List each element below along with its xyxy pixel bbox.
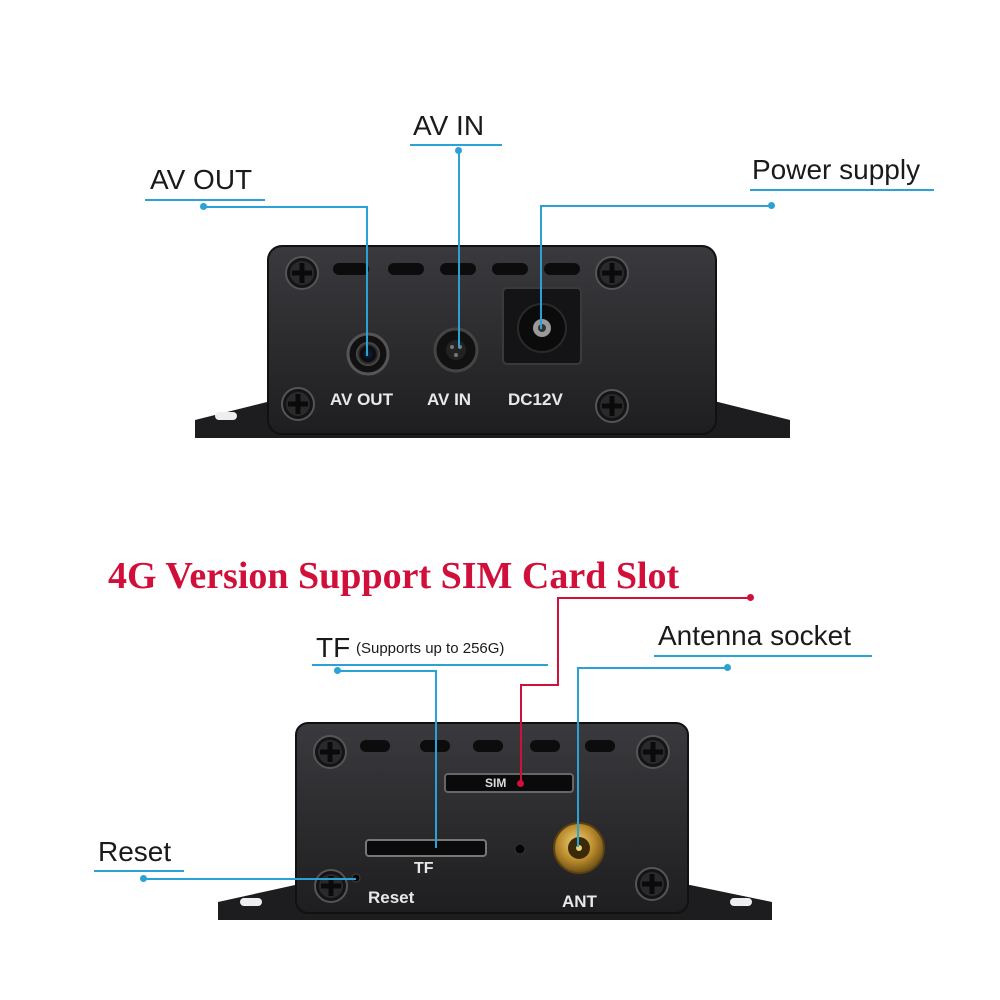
sim-card-slot: [444, 773, 574, 793]
leader-line-sim-top: [558, 597, 752, 599]
tf-card-slot: [365, 839, 487, 857]
callout-dot: [200, 203, 207, 210]
screw-icon: [636, 735, 670, 769]
leader-line-sim-v2: [520, 684, 522, 784]
screw-icon: [281, 387, 315, 421]
screw-icon: [285, 256, 319, 290]
callout-dot: [747, 594, 754, 601]
callout-av-in: AV IN: [413, 110, 485, 141]
leader-line-tf-v: [435, 670, 437, 848]
leader-line-power-v: [540, 205, 542, 329]
antenna-socket: [553, 822, 605, 874]
leader-line-tf-h: [338, 670, 436, 672]
leader-line-av-out-h: [204, 206, 367, 208]
panel-label-dc: DC12V: [508, 390, 563, 409]
callout-underline: [410, 144, 502, 146]
leader-line-sim-v1: [557, 597, 559, 685]
leader-line-antenna-h: [578, 667, 726, 669]
callout-dot: [517, 780, 524, 787]
indicator-hole: [514, 843, 526, 855]
panel-label-sim: SIM: [485, 776, 507, 790]
screw-icon: [313, 735, 347, 769]
screw-icon: [595, 389, 629, 423]
panel-label-ant: ANT: [562, 892, 597, 911]
panel-label-av-in: AV IN: [427, 390, 472, 409]
leader-line-power-h: [540, 205, 770, 207]
callout-tf: TF: [316, 632, 351, 663]
leader-line-av-out-v: [366, 206, 368, 356]
callout-underline: [145, 199, 265, 201]
top-device-body: [267, 245, 717, 435]
callout-dot: [455, 147, 462, 154]
panel-label-tf: TF: [414, 860, 434, 877]
callout-power-supply: Power supply: [752, 154, 921, 185]
callout-antenna-socket: Antenna socket: [658, 620, 852, 651]
callout-reset: Reset: [98, 836, 172, 867]
screw-icon: [635, 867, 669, 901]
callout-tf-note: (Supports up to 256G): [356, 640, 505, 657]
leader-line-sim-h: [521, 684, 559, 686]
leader-line-av-in: [458, 152, 460, 348]
callout-dot: [724, 664, 731, 671]
screw-icon: [595, 256, 629, 290]
callout-dot: [768, 202, 775, 209]
screw-icon: [314, 869, 348, 903]
av-in-jack: [433, 327, 479, 373]
callout-underline: [312, 664, 548, 666]
dc-power-jack: [502, 287, 582, 365]
callout-underline: [94, 870, 184, 872]
panel-label-av-out: AV OUT: [330, 390, 393, 409]
leader-line-reset: [144, 878, 356, 880]
callout-dot: [140, 875, 147, 882]
callout-underline: [750, 189, 934, 191]
bottom-device-body: [295, 722, 689, 914]
callout-dot: [334, 667, 341, 674]
callout-underline: [654, 655, 872, 657]
leader-line-antenna-v: [577, 667, 579, 847]
panel-label-reset: Reset: [368, 888, 415, 907]
headline-4g-version: 4G Version Support SIM Card Slot: [108, 555, 680, 597]
callout-av-out: AV OUT: [150, 164, 253, 195]
av-out-jack: [346, 332, 390, 376]
